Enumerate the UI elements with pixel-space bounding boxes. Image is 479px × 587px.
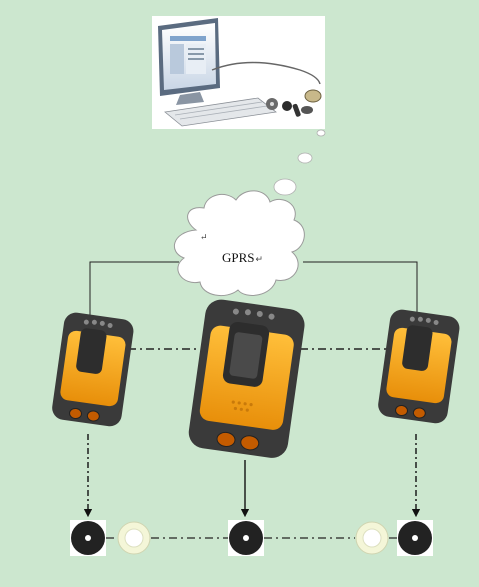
gprs-label: GPRS↵	[222, 250, 263, 266]
gprs-return-mark: ↵	[255, 254, 264, 264]
computer-icon	[152, 16, 325, 129]
cloud-icon	[173, 190, 305, 297]
patrol-device-icon	[52, 312, 134, 427]
patrol-device-icon	[188, 299, 305, 458]
gprs-links	[89, 261, 418, 337]
rfid-tag-icon	[117, 521, 151, 555]
connection-bubbles	[273, 129, 326, 196]
rfid-tag-icon	[397, 520, 433, 556]
scan-arrows	[83, 434, 421, 518]
rfid-tag-icon	[355, 521, 389, 555]
gprs-text: GPRS	[222, 250, 255, 265]
rfid-tag-icon	[70, 520, 106, 556]
patrol-device-icon	[378, 309, 460, 424]
rfid-tag-icon	[228, 520, 264, 556]
cloud-return-mark: ↵	[200, 232, 208, 242]
